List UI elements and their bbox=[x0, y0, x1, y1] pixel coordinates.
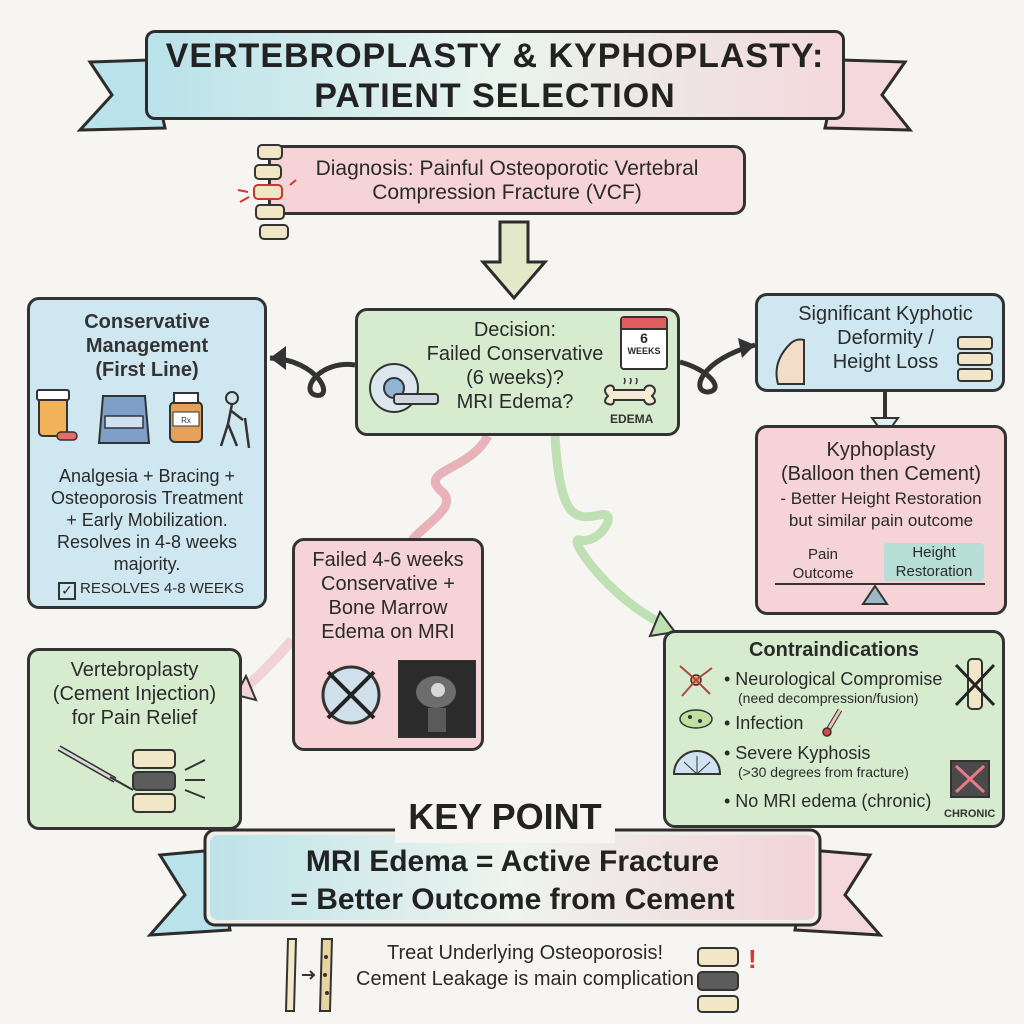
crossed-clock-icon bbox=[321, 665, 381, 725]
cement-leak-icon: ! bbox=[697, 944, 757, 1013]
diagnosis-box bbox=[268, 145, 746, 215]
calendar-icon: 6 WEEKS bbox=[620, 316, 668, 370]
balance-right-label: Height Restoration bbox=[884, 543, 984, 581]
vertebra-stack-icon bbox=[957, 336, 993, 382]
resolves-check: ✓RESOLVES 4-8 WEEKS bbox=[58, 580, 244, 600]
mri-scan-image bbox=[398, 660, 476, 738]
contra-item-chronic: • No MRI edema (chronic) bbox=[724, 791, 932, 811]
diagnosis-text: Diagnosis: Painful Osteoporotic Vertebra… bbox=[315, 157, 699, 204]
protractor-icon bbox=[672, 750, 722, 775]
contra-item-neuro: • Neurological Compromise (need decompre… bbox=[724, 669, 943, 706]
checkbox-icon: ✓ bbox=[58, 582, 76, 600]
walking-person-icon bbox=[219, 391, 251, 449]
arrow-to-kyphotic bbox=[679, 342, 756, 395]
conservative-box bbox=[27, 297, 267, 609]
pill-bottle-icon bbox=[36, 389, 78, 441]
contra-item-kyphosis: • Severe Kyphosis (>30 degrees from frac… bbox=[724, 743, 909, 780]
conservative-heading: Conservative Management (First Line) bbox=[84, 311, 210, 381]
arrow-to-failed bbox=[408, 433, 492, 544]
svg-text:Rx: Rx bbox=[181, 416, 191, 425]
conservative-body: Analgesia + Bracing + Osteoporosis Treat… bbox=[50, 466, 244, 574]
balance-scale-icon bbox=[775, 583, 985, 605]
bone-edema-icon bbox=[604, 378, 656, 406]
balance-left-label: Pain Outcome bbox=[792, 546, 854, 582]
footer-text: Treat Underlying Osteoporosis! Cement Le… bbox=[356, 942, 694, 990]
contra-box bbox=[663, 630, 1005, 828]
failed-text: Failed 4-6 weeks Conservative + Bone Mar… bbox=[312, 549, 464, 643]
medicine-bottle-icon: Rx bbox=[169, 392, 203, 443]
vertebroplasty-text: Vertebroplasty (Cement Injection) for Pa… bbox=[52, 659, 217, 729]
decision-text: Decision: Failed Conservative (6 weeks)?… bbox=[426, 319, 604, 413]
bacteria-icon bbox=[679, 709, 713, 729]
bone-comparison-icon bbox=[284, 938, 334, 1012]
title-line-2: PATIENT SELECTION bbox=[314, 77, 676, 115]
edema-tag: EDEMA bbox=[610, 412, 654, 426]
kyphoplasty-heading: Kyphoplasty (Balloon then Cement) bbox=[780, 439, 982, 485]
chronic-scan-icon bbox=[950, 760, 990, 798]
chronic-tag: CHRONIC bbox=[944, 808, 996, 820]
svg-text:!: ! bbox=[748, 944, 757, 974]
spine-icon bbox=[237, 144, 297, 240]
arrow-to-conservative bbox=[269, 355, 356, 398]
back-brace-icon bbox=[97, 395, 151, 444]
kyphotic-text: Significant Kyphotic Deformity / Height … bbox=[798, 303, 973, 373]
title-ribbon bbox=[145, 30, 845, 120]
title-line-1: VERTEBROPLASTY & KYPHOPLASTY: bbox=[165, 37, 825, 75]
contra-item-infection: • Infection bbox=[724, 713, 804, 733]
neuron-icon bbox=[679, 665, 713, 697]
hunched-back-icon bbox=[775, 338, 805, 385]
arrow-to-contra bbox=[550, 435, 667, 630]
mri-scanner-icon bbox=[369, 363, 439, 413]
syringe-vertebra-icon bbox=[57, 745, 206, 813]
down-arrow bbox=[479, 220, 549, 301]
thermometer-icon bbox=[822, 708, 843, 737]
conservative-icons: Rx bbox=[36, 389, 251, 449]
kyphoplasty-body: - Better Height Restoration but similar … bbox=[780, 489, 982, 530]
keypoint-label: KEY POINT bbox=[408, 796, 602, 837]
page-title: VERTEBROPLASTY & KYPHOPLASTY: PATIENT SE… bbox=[145, 36, 845, 116]
arrow-to-vertebroplasty bbox=[241, 636, 296, 692]
contra-heading: Contraindications bbox=[748, 639, 919, 661]
crossed-spine-icon bbox=[954, 658, 996, 710]
keypoint-text: MRI Edema = Active Fracture = Better Out… bbox=[290, 845, 735, 916]
